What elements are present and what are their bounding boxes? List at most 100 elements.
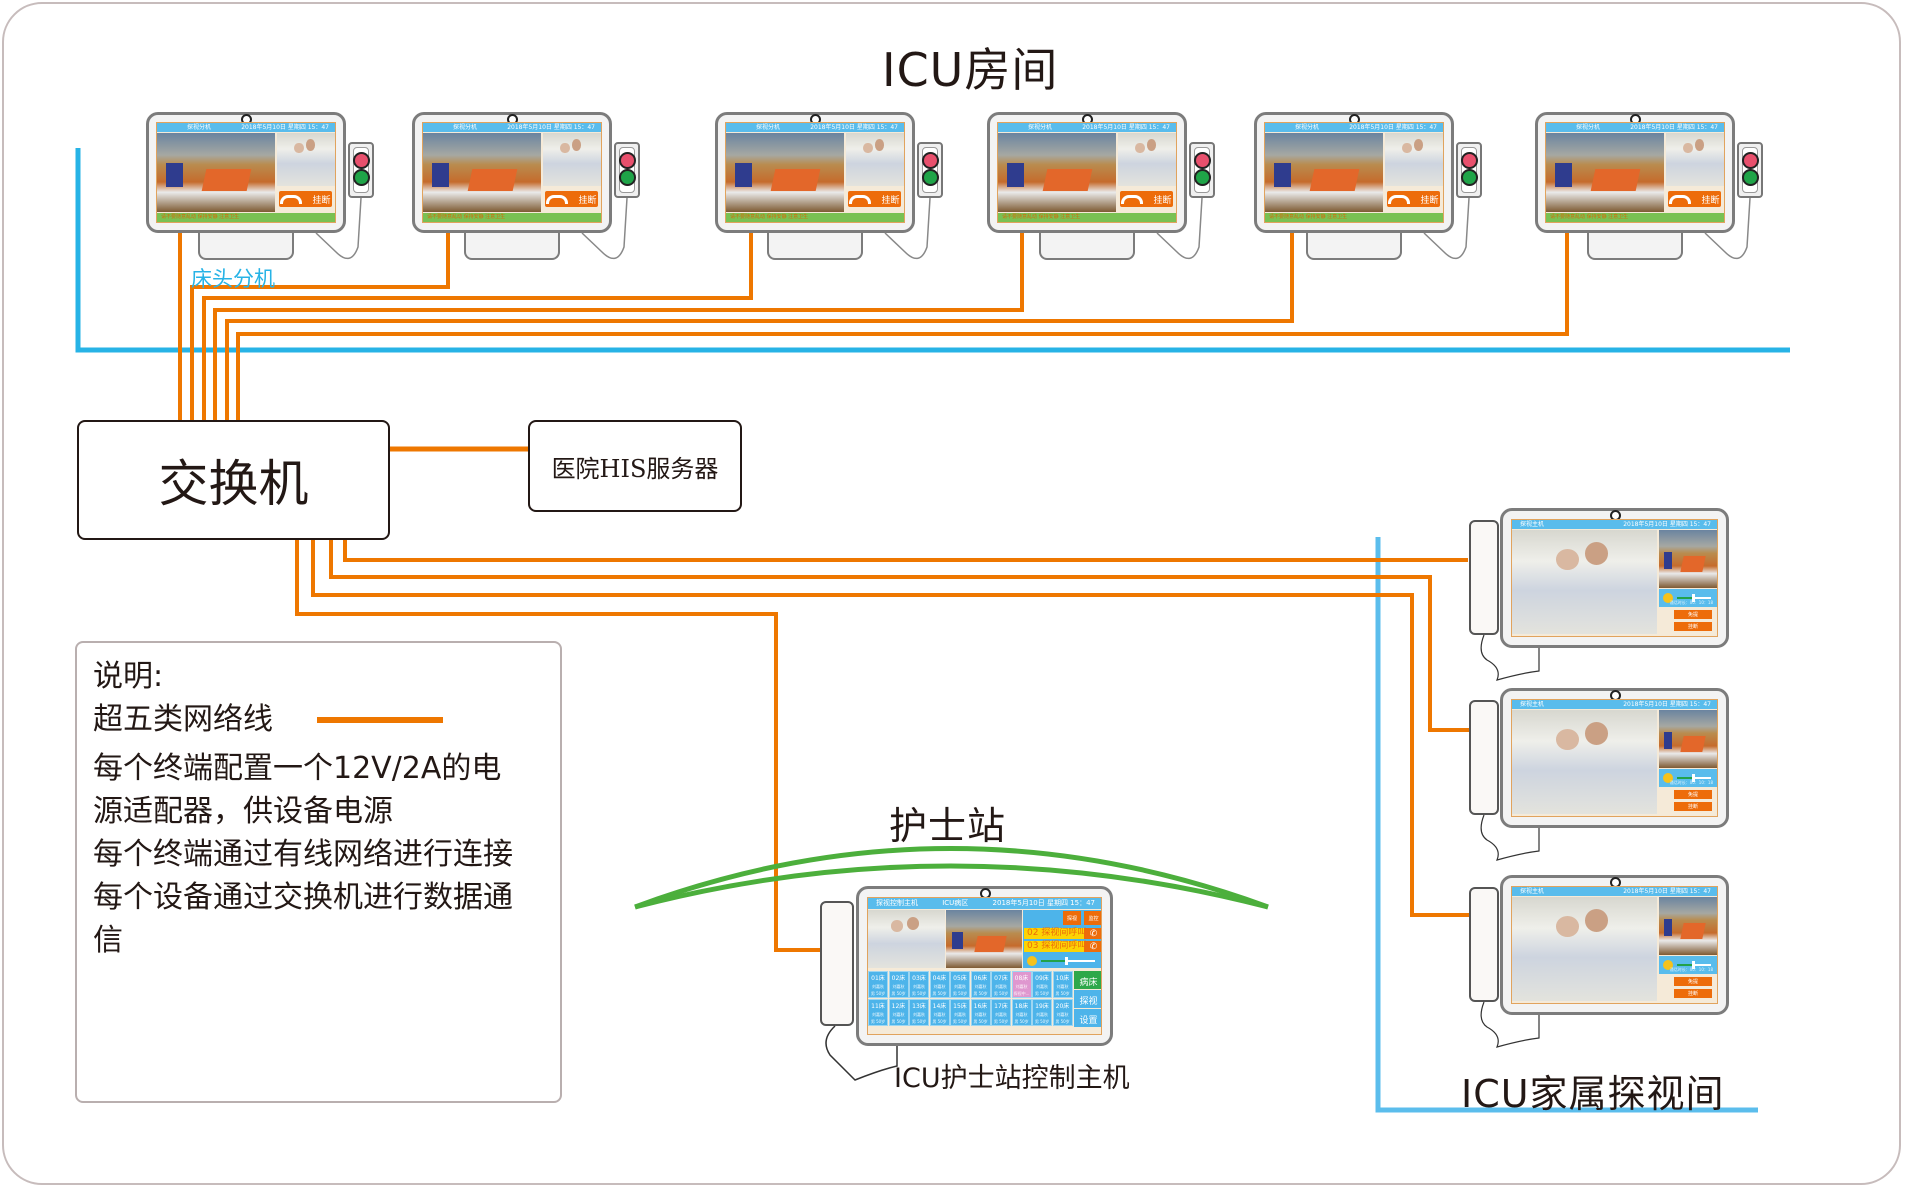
bed-tile[interactable]: 01床刘嘉秋男 50岁 — [868, 971, 888, 998]
volume-knob[interactable] — [1065, 957, 1069, 966]
bed-tile[interactable]: 05床刘嘉秋男 50岁 — [950, 971, 970, 998]
cancel-call-button[interactable] — [1194, 152, 1211, 169]
handsfree-button[interactable]: 免提 — [1674, 610, 1712, 619]
nurse-station-arcs — [634, 846, 1269, 910]
visit-quick-button[interactable]: 探视 — [1063, 911, 1081, 925]
icu-room-zone-line — [75, 148, 1790, 353]
handsfree-button[interactable]: 免提 — [1674, 790, 1712, 799]
patient-info: 探视中... — [1013, 991, 1030, 996]
side-menu-button[interactable]: 设置 — [1074, 1009, 1101, 1027]
volume-knob[interactable] — [1692, 594, 1696, 603]
bed-tile[interactable]: 20床刘嘉秋男 50岁 — [1052, 999, 1073, 1026]
call-box-cord — [884, 197, 931, 260]
bed-tile[interactable]: 09床刘嘉秋男 50岁 — [1032, 971, 1052, 998]
volume-knob[interactable] — [1692, 774, 1696, 783]
bed-tile[interactable]: 08床刘嘉秋探视中... — [1011, 971, 1032, 998]
volume-control[interactable]: 通话时长：00：10：18 — [1659, 769, 1717, 787]
hangup-button[interactable]: 挂断 — [545, 191, 598, 207]
terminal-datetime: 2018年5月10日 星期四 15：47 — [810, 124, 898, 131]
bed-tile[interactable]: 12床刘嘉秋男 50岁 — [888, 999, 909, 1026]
patient-info: 男 50岁 — [870, 991, 886, 996]
cable-visit-1 — [343, 540, 1468, 562]
handset — [1469, 887, 1499, 1002]
bed-tile[interactable]: 18床刘嘉秋男 50岁 — [1011, 999, 1032, 1026]
answer-call-2-button[interactable]: ✆ — [1084, 941, 1101, 952]
cancel-call-button[interactable] — [922, 152, 939, 169]
hangup-button[interactable]: 挂断 — [848, 191, 901, 207]
hangup-button[interactable]: 挂断 — [1120, 191, 1173, 207]
bed-tile[interactable]: 10床刘嘉秋男 50岁 — [1052, 971, 1073, 998]
bed-tile[interactable]: 15床刘嘉秋男 50岁 — [950, 999, 970, 1026]
call-nurse-button[interactable] — [1461, 169, 1478, 186]
volume-control[interactable]: 通话时长：00：10：18 — [1659, 956, 1717, 974]
icu-room-title: ICU房间 — [882, 43, 1059, 97]
patient-video — [1546, 133, 1664, 212]
side-menu-button[interactable]: 探视 — [1074, 990, 1101, 1008]
side-menu-button[interactable]: 病床 — [1074, 971, 1101, 989]
volume-control[interactable]: 通话时长：00：10：18 — [1659, 589, 1717, 607]
hangup-button[interactable]: 挂断 — [1387, 191, 1440, 207]
patient-name: 刘嘉秋 — [954, 1012, 966, 1017]
call-nurse-button[interactable] — [353, 169, 370, 186]
hangup-button[interactable]: 挂断 — [1674, 989, 1712, 998]
speaker-icon — [1027, 956, 1037, 966]
hangup-button[interactable]: 挂断 — [1668, 191, 1721, 207]
phone-hangup-icon — [546, 194, 569, 204]
call-nurse-button[interactable] — [1194, 169, 1211, 186]
patient-info: 男 50岁 — [911, 991, 927, 996]
hangup-button[interactable]: 挂断 — [279, 191, 332, 207]
hangup-label: 挂断 — [1687, 991, 1698, 997]
handsfree-button[interactable]: 免提 — [1674, 977, 1712, 986]
patient-info: 男 50岁 — [952, 991, 968, 996]
bed-tile[interactable]: 03床刘嘉秋男 50岁 — [909, 971, 929, 998]
call-nurse-button[interactable] — [619, 169, 636, 186]
phone-hangup-icon — [1388, 194, 1411, 204]
call-nurse-button[interactable] — [1742, 169, 1759, 186]
monitor-quick-button[interactable]: 监控 — [1084, 911, 1101, 925]
visit-host-datetime: 2018年5月10日 星期四 15：47 — [1623, 521, 1711, 528]
hangup-button[interactable]: 挂断 — [1674, 622, 1712, 631]
patient-info: 男 50岁 — [1034, 991, 1050, 996]
speaker-icon — [1663, 593, 1673, 603]
bed-tile[interactable]: 13床刘嘉秋男 50岁 — [909, 999, 929, 1026]
legend-cable-swatch — [317, 716, 443, 723]
legend-heading: 说明: — [93, 659, 164, 694]
volume-knob[interactable] — [1692, 961, 1696, 970]
bed-tile[interactable]: 02床刘嘉秋男 50岁 — [888, 971, 909, 998]
cancel-call-button[interactable] — [1461, 152, 1478, 169]
patient-name: 刘嘉秋 — [995, 984, 1007, 989]
call-request-2[interactable]: 03 探视间呼叫 — [1024, 941, 1086, 952]
bed-number: 16床 — [973, 1003, 988, 1010]
bed-tile[interactable]: 19床刘嘉秋男 50岁 — [1032, 999, 1052, 1026]
nurse-arc-outer — [634, 846, 1269, 910]
patient-info: 男 50岁 — [993, 991, 1009, 996]
bed-tile[interactable]: 04床刘嘉秋男 50岁 — [929, 971, 950, 998]
nurse-volume-control[interactable] — [1023, 954, 1101, 968]
hangup-button[interactable]: 挂断 — [1674, 802, 1712, 811]
cancel-call-button[interactable] — [353, 152, 370, 169]
bed-tile[interactable]: 07床刘嘉秋男 50岁 — [991, 971, 1011, 998]
bed-tile[interactable]: 14床刘嘉秋男 50岁 — [929, 999, 950, 1026]
handset — [820, 901, 854, 1026]
call-nurse-button[interactable] — [922, 169, 939, 186]
volume-fill — [1677, 964, 1693, 967]
cancel-call-button[interactable] — [1742, 152, 1759, 169]
bed-tile[interactable]: 11床刘嘉秋男 50岁 — [868, 999, 888, 1026]
visit-host-title: 探视主机 — [1520, 701, 1545, 708]
call-request-1[interactable]: 02 探视间呼叫 — [1024, 928, 1086, 939]
call-button-box — [348, 142, 374, 198]
bed-tile[interactable]: 17床刘嘉秋男 50岁 — [991, 999, 1011, 1026]
cancel-call-button[interactable] — [619, 152, 636, 169]
patient-info: 男 50岁 — [973, 991, 988, 996]
bed-tile[interactable]: 16床刘嘉秋男 50岁 — [970, 999, 991, 1026]
bed-tile[interactable]: 06床刘嘉秋男 50岁 — [970, 971, 991, 998]
answer-call-1-button[interactable]: ✆ — [1084, 928, 1101, 939]
